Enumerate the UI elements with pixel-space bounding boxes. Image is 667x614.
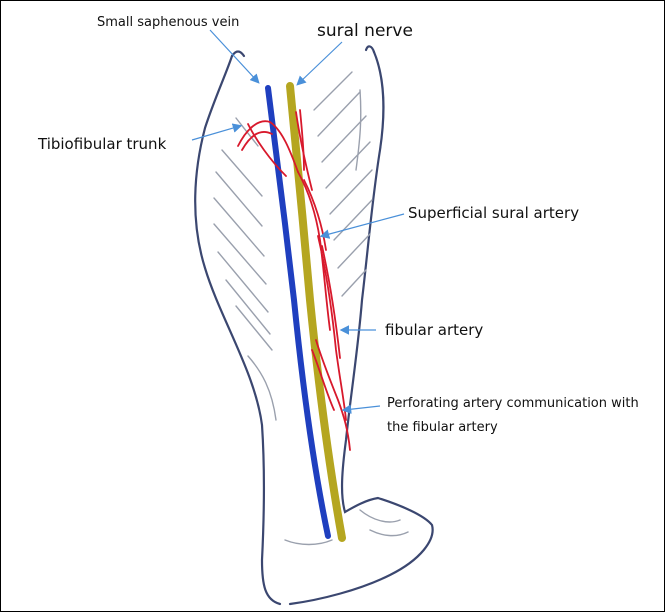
label-perforating-artery-line2: the fibular artery (387, 420, 498, 436)
label-superficial-sural-artery: Superficial sural artery (408, 204, 579, 222)
label-fibular-artery: fibular artery (385, 321, 483, 339)
label-small-saphenous-vein: Small saphenous vein (97, 15, 239, 31)
arrow-icon (298, 42, 342, 84)
label-perforating-artery-line1: Perforating artery communication with (387, 396, 639, 412)
label-tibiofibular-trunk: Tibiofibular trunk (38, 135, 166, 153)
arrow-icon (192, 126, 240, 140)
leg-top-right-contour (366, 46, 374, 52)
tibiofibular-trunk-artery (238, 121, 298, 172)
label-sural-nerve: sural nerve (317, 21, 413, 41)
arrow-icon (322, 214, 404, 236)
arrow-icon (210, 30, 258, 82)
